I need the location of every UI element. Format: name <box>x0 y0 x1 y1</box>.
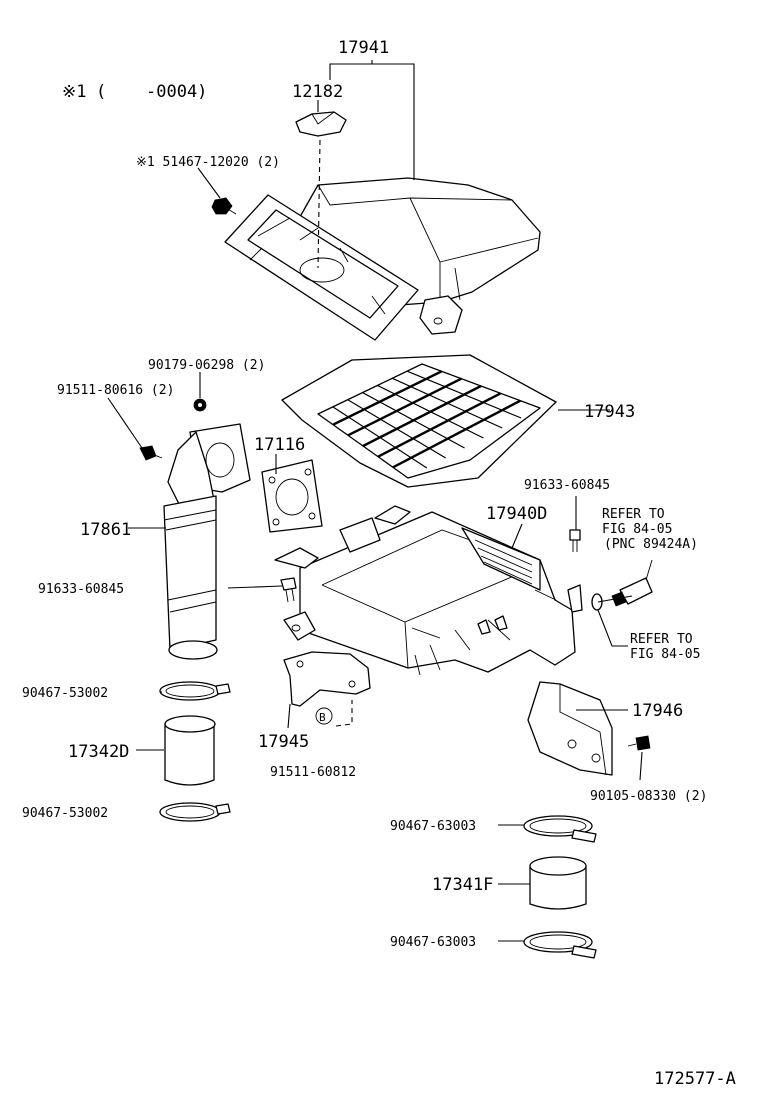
plug-drawing <box>295 111 347 137</box>
clamp-right-top-drawing <box>523 815 597 843</box>
clamp-right-bottom-drawing <box>523 931 597 959</box>
screw-drawing <box>211 197 237 215</box>
air-cleaner-cap-drawing <box>224 177 541 341</box>
label-screw-top: ※1 51467-12020 (2) <box>136 155 280 170</box>
note-open-paren: ( <box>96 82 106 102</box>
label-bolt-mid: 91633-60845 <box>38 582 124 597</box>
label-hose-right: 17341F <box>432 875 493 895</box>
label-refer-top-2: FIG 84-05 <box>602 522 672 537</box>
nut-clip-drawing <box>193 398 207 412</box>
clamp-left-top-drawing <box>159 681 231 701</box>
label-clamp-right-top: 90467-63003 <box>390 819 476 834</box>
label-heat-shield: 17946 <box>632 701 683 721</box>
label-nut-clip: 90179-06298 (2) <box>148 358 265 373</box>
intercooler-drawing <box>274 505 583 676</box>
label-gasket: 17116 <box>254 435 305 455</box>
label-bolt-left: 91511-80616 (2) <box>57 383 174 398</box>
label-refer-bottom-2: FIG 84-05 <box>630 647 700 662</box>
label-hose-left: 17342D <box>68 742 129 762</box>
label-pipe: 17861 <box>80 520 131 540</box>
leader-lines <box>107 60 643 942</box>
sensor-drawing <box>611 559 653 607</box>
bolt-b-marker-drawing: B <box>315 707 333 725</box>
label-refer-top-1: REFER TO <box>602 507 665 522</box>
gasket-drawing <box>261 459 323 533</box>
element-drawing <box>281 354 557 488</box>
bracket-drawing <box>283 651 371 707</box>
pipe-drawing <box>163 423 251 660</box>
diagram-id: 172577-A <box>654 1069 736 1089</box>
label-bracket: 17945 <box>258 732 309 752</box>
bolt-right-drawing <box>569 529 581 552</box>
label-clamp-left-top: 90467-53002 <box>22 686 108 701</box>
label-bolt-b: 91511-60812 <box>270 765 356 780</box>
bolt-b-marker: B <box>319 711 326 724</box>
bolt-left-drawing <box>139 445 163 461</box>
label-air-cleaner-cap: 17941 <box>338 38 389 58</box>
heat-shield-drawing <box>527 681 613 776</box>
label-clamp-left-bottom: 90467-53002 <box>22 806 108 821</box>
note-symbol: ※1 <box>62 82 86 102</box>
label-refer-bottom-1: REFER TO <box>630 632 693 647</box>
bolt-mid-drawing <box>280 577 297 603</box>
label-bolt-shield: 90105-08330 (2) <box>590 789 707 804</box>
hose-left-drawing <box>164 715 216 786</box>
label-clamp-right-bottom: 90467-63003 <box>390 935 476 950</box>
note-range: -0004) <box>146 82 207 102</box>
label-intercooler: 17940D <box>486 504 547 524</box>
washer-drawing <box>591 593 603 611</box>
label-refer-top-3: (PNC 89424A) <box>604 537 698 552</box>
hose-right-drawing <box>529 856 587 910</box>
label-element: 17943 <box>584 402 635 422</box>
label-bolt-right: 91633-60845 <box>524 478 610 493</box>
label-plug: 12182 <box>292 82 343 102</box>
clamp-left-bottom-drawing <box>159 802 231 822</box>
bolt-shield-drawing <box>627 735 651 751</box>
